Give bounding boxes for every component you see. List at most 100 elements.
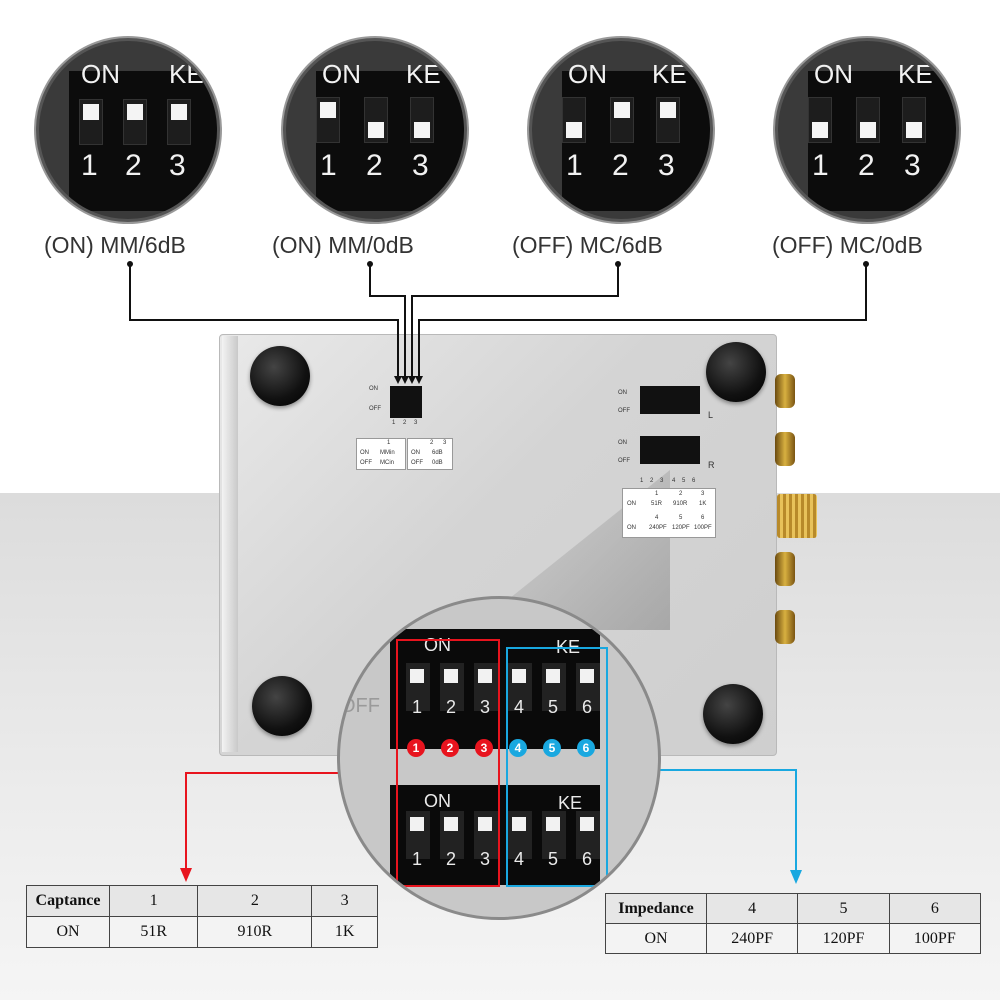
switch-num: 1 (81, 149, 98, 182)
dip-toggle (656, 97, 680, 143)
rubber-foot (706, 342, 766, 402)
impedance-table: Impedance 4 5 6 ON 240PF 120PF 100PF (605, 893, 982, 954)
red-group-frame (396, 639, 500, 887)
dip-toggle (562, 97, 586, 143)
zoom-toggle (508, 811, 532, 859)
capacitance-value: 910R (197, 916, 313, 948)
badge-red-3: 3 (475, 739, 493, 757)
badge-blue-5: 5 (543, 739, 561, 757)
zoom-ke-label: KE (558, 793, 583, 813)
dip-knob-down (414, 122, 430, 138)
zoom-num: 5 (548, 697, 559, 717)
zoom-toggle (542, 663, 566, 711)
device-mode-table-h1: 1 (387, 440, 391, 446)
device-dip-num: 3 (414, 420, 418, 426)
zoom-knob (580, 817, 594, 831)
zoom-knob (444, 817, 458, 831)
zoom-toggle (474, 663, 498, 711)
device-spec-cell: ON (627, 525, 636, 531)
device-spec-cell: 51R (651, 501, 663, 507)
zoom-num: 5 (548, 849, 559, 869)
zoom-knob (478, 817, 492, 831)
switch-on-label: ON (568, 59, 607, 89)
zoom-knob (410, 669, 424, 683)
rca-connector (775, 610, 795, 644)
dip-knob-down (812, 122, 828, 138)
zoom-knob (478, 669, 492, 683)
dip-switch-zoom: OFF ON KE ON KE 1 2 3 4 5 6 1 2 3 4 5 6 … (337, 596, 661, 920)
zoom-num: 2 (446, 697, 457, 717)
dip-toggle (410, 97, 434, 143)
rubber-foot (252, 676, 312, 736)
switch-num: 3 (169, 149, 186, 182)
dip-knob-down (368, 122, 384, 138)
switch-num: 1 (320, 149, 337, 182)
capacitance-table: Captance 1 2 3 ON 51R 910R 1K (26, 885, 378, 948)
mode-label-mc0: (OFF) MC/0dB (772, 232, 923, 258)
capacitance-col: 3 (311, 885, 378, 917)
device-dip-off-label: OFF (369, 406, 381, 412)
rubber-foot (250, 346, 310, 406)
zoom-toggle (474, 811, 498, 859)
switch-ke-label: KE (406, 59, 441, 89)
device-spec-cell: 4 (655, 515, 659, 521)
zoom-knob (410, 817, 424, 831)
arrow-head (394, 376, 402, 384)
zoom-off-ghost: OFF (340, 695, 380, 717)
capacitance-row-label: ON (26, 916, 110, 948)
capacitance-col: 2 (197, 885, 313, 917)
zoom-num: 6 (582, 697, 593, 717)
device-dip-switch-3 (390, 386, 422, 418)
dip-toggle (808, 97, 832, 143)
impedance-row-label: ON (605, 923, 707, 954)
arrow-head (408, 376, 416, 384)
rca-connector (775, 552, 795, 586)
capacitance-header: Captance (26, 885, 110, 917)
badge-blue-4: 4 (509, 739, 527, 757)
device-dip6-num: 2 (650, 478, 654, 484)
device-mode-table-off: OFF (360, 460, 372, 466)
device-spec-cell: 6 (701, 515, 705, 521)
impedance-value: 100PF (888, 923, 982, 954)
zoom-toggle (576, 663, 600, 711)
impedance-value: 240PF (705, 923, 799, 954)
device-dip6-on-label: ON (618, 440, 627, 446)
zoom-toggle (440, 811, 464, 859)
badge-red-2: 2 (441, 739, 459, 757)
switch-on-label: ON (81, 59, 120, 89)
impedance-col: 5 (797, 893, 890, 924)
switch-face (562, 71, 710, 211)
switch-on-label: ON (814, 59, 853, 89)
zoom-knob (444, 669, 458, 683)
device-mode-table-1: 1 ON MMin OFF MCin (356, 438, 406, 470)
device-dip6-num: 4 (672, 478, 676, 484)
device-dip-switch-6-left (640, 386, 700, 414)
device-spec-cell: 2 (679, 491, 683, 497)
zoom-knob (580, 669, 594, 683)
blue-callout-line (605, 769, 797, 872)
connector-dot (367, 261, 373, 267)
blue-arrow-head (790, 870, 802, 884)
dip-toggle (316, 97, 340, 143)
mode-label-mc6: (OFF) MC/6dB (512, 232, 663, 258)
zoom-knob (512, 669, 526, 683)
device-dip6-num: 6 (692, 478, 696, 484)
device-dip6-on-label: ON (618, 390, 627, 396)
device-dip-num: 2 (403, 420, 407, 426)
dip-toggle (167, 99, 191, 145)
device-spec-cell: 240PF (649, 525, 667, 531)
device-spec-cell: 910R (673, 501, 688, 507)
switch-ke-label: KE (898, 59, 933, 89)
switch-face (808, 71, 956, 211)
device-mode-table-off: OFF (411, 460, 423, 466)
switch-num: 1 (812, 149, 829, 182)
connector-dot (615, 261, 621, 267)
impedance-col: 6 (888, 893, 982, 924)
ground-terminal (777, 494, 817, 538)
device-dip-num: 1 (392, 420, 396, 426)
dip-knob-up (320, 102, 336, 118)
device-mode-table-h3: 3 (443, 440, 447, 446)
switch-ke-label: KE (652, 59, 687, 89)
zoom-toggle (576, 811, 600, 859)
